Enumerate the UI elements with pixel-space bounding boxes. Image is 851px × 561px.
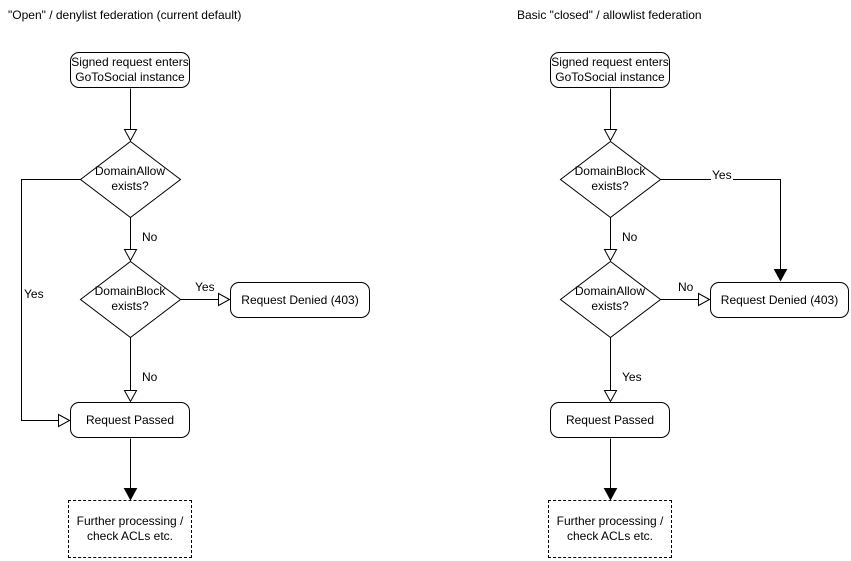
right-arrow-into-further [603, 488, 618, 501]
right-further-node: Further processing / check ACLs etc. [548, 500, 672, 558]
right-decision1-diamond [559, 140, 662, 219]
right-further-line1: Further processing / [556, 514, 664, 528]
left-further-line2: check ACLs etc. [86, 529, 174, 543]
left-further-node: Further processing / check ACLs etc. [68, 500, 192, 558]
left-decision1-no-label: No [141, 230, 159, 244]
left-decision2-no-label: No [141, 370, 159, 384]
left-denied-label: Request Denied (403) [241, 292, 359, 307]
left-start-line1: Signed request enters [71, 55, 189, 69]
right-start-line2: GoToSocial instance [555, 70, 665, 84]
left-decision1-yes-label: Yes [24, 287, 44, 301]
left-arrow-into-further [123, 488, 138, 501]
right-decision1-yes-label: Yes [711, 168, 733, 182]
left-passed-label: Request Passed [85, 412, 175, 427]
right-start-node: Signed request enters GoToSocial instanc… [550, 52, 670, 88]
left-arrow-into-passed-top [123, 390, 138, 403]
left-arrow-into-decision2 [123, 249, 138, 262]
right-decision1-no-label: No [621, 230, 639, 244]
right-denied-label: Request Denied (403) [720, 292, 839, 307]
left-diagram-title: "Open" / denylist federation (current de… [8, 8, 242, 22]
right-decision2-no-label: No [677, 280, 695, 294]
left-start-node: Signed request enters GoToSocial instanc… [70, 52, 190, 88]
right-arrow-into-denied-top [773, 269, 788, 282]
right-denied-node: Request Denied (403) [710, 282, 849, 318]
right-arrow-into-passed [603, 390, 618, 403]
left-arrow-into-decision1 [123, 129, 138, 142]
left-edge-yes-loop [21, 179, 81, 421]
right-decision2-yes-label: Yes [621, 370, 643, 384]
left-arrow-into-passed-side [58, 413, 71, 428]
left-denied-node: Request Denied (403) [230, 282, 370, 318]
right-decision2-diamond [559, 260, 662, 339]
left-decision1-diamond [79, 140, 182, 219]
left-decision2-yes-label: Yes [194, 280, 216, 294]
right-arrow-into-decision2 [603, 249, 618, 262]
left-decision2-diamond [79, 260, 182, 339]
right-arrow-into-decision1 [603, 129, 618, 142]
right-start-line1: Signed request enters [551, 55, 669, 69]
right-diagram-title: Basic "closed" / allowlist federation [517, 8, 702, 22]
right-further-line2: check ACLs etc. [566, 529, 654, 543]
left-further-line1: Further processing / [76, 514, 184, 528]
left-arrow-into-denied [218, 292, 231, 307]
left-passed-node: Request Passed [70, 402, 190, 438]
right-arrow-into-denied-side [698, 292, 711, 307]
left-start-line2: GoToSocial instance [75, 70, 185, 84]
right-passed-label: Request Passed [565, 412, 655, 427]
right-edge-yes-to-denied [660, 179, 781, 270]
right-passed-node: Request Passed [550, 402, 670, 438]
